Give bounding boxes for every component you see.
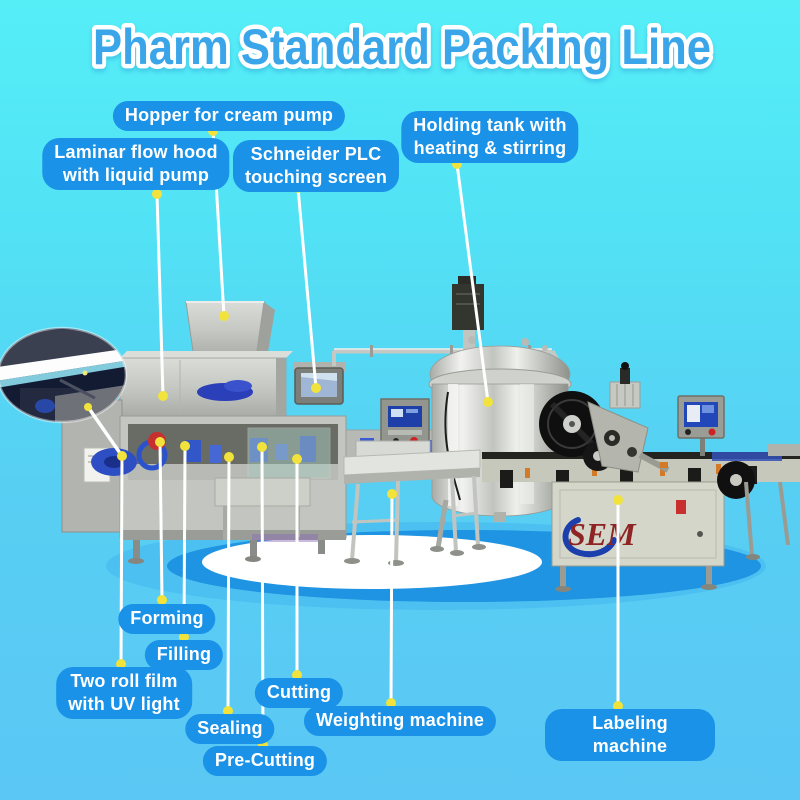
dot	[223, 706, 233, 716]
dot	[224, 452, 234, 462]
callout-labeling-label: Labeling machine	[545, 709, 715, 762]
callout-sealing-label: Sealing	[185, 714, 275, 744]
line-tworoll	[119, 455, 124, 665]
line-weighting	[389, 493, 394, 704]
sem-logo-text: SEM	[568, 516, 637, 552]
dot	[292, 670, 302, 680]
callout-filling-label: Filling	[144, 640, 224, 670]
line-plc	[296, 187, 318, 389]
dot	[257, 442, 267, 452]
dot	[84, 403, 92, 411]
callout-precutting-label: Pre-Cutting	[202, 746, 328, 776]
dot	[158, 391, 168, 401]
dot	[613, 701, 623, 711]
dot	[180, 441, 190, 451]
dot	[613, 495, 623, 505]
dot	[179, 632, 189, 642]
callout-hopper-label: Hopper for cream pump	[112, 101, 346, 131]
callout-plc-label: Schneider PLC touching screen	[232, 140, 400, 193]
line-laminar	[155, 193, 165, 397]
callout-laminar-label: Laminar flow hood with liquid pump	[42, 138, 230, 191]
dot	[117, 451, 127, 461]
callout-tworoll-label: Two roll film with UV light	[56, 667, 192, 720]
dot	[116, 659, 126, 669]
callout-cutting-label: Cutting	[254, 678, 344, 708]
line-forming	[158, 441, 164, 601]
callout-tank-label: Holding tank with heating & stirring	[401, 111, 579, 164]
sem-logo: SEM	[562, 516, 637, 558]
holding-tank	[428, 276, 572, 552]
dot	[386, 698, 396, 708]
line-tank	[455, 163, 490, 403]
dot	[155, 437, 165, 447]
callout-weighting-label: Weighting machine	[303, 706, 497, 736]
dot	[152, 189, 162, 199]
dot	[219, 311, 229, 321]
dot	[292, 454, 302, 464]
blister-machine	[61, 301, 482, 564]
callout-forming-label: Forming	[118, 604, 216, 634]
dot	[387, 489, 397, 499]
line-inset	[86, 406, 124, 457]
labeling-machine: SEM	[482, 362, 800, 592]
dot	[157, 595, 167, 605]
dot	[483, 397, 493, 407]
dot	[311, 383, 321, 393]
page-title: Pharm Standard Packing Line	[93, 19, 711, 75]
title-banner: Pharm Standard Packing Line	[89, 15, 716, 80]
line-sealing	[226, 456, 231, 712]
